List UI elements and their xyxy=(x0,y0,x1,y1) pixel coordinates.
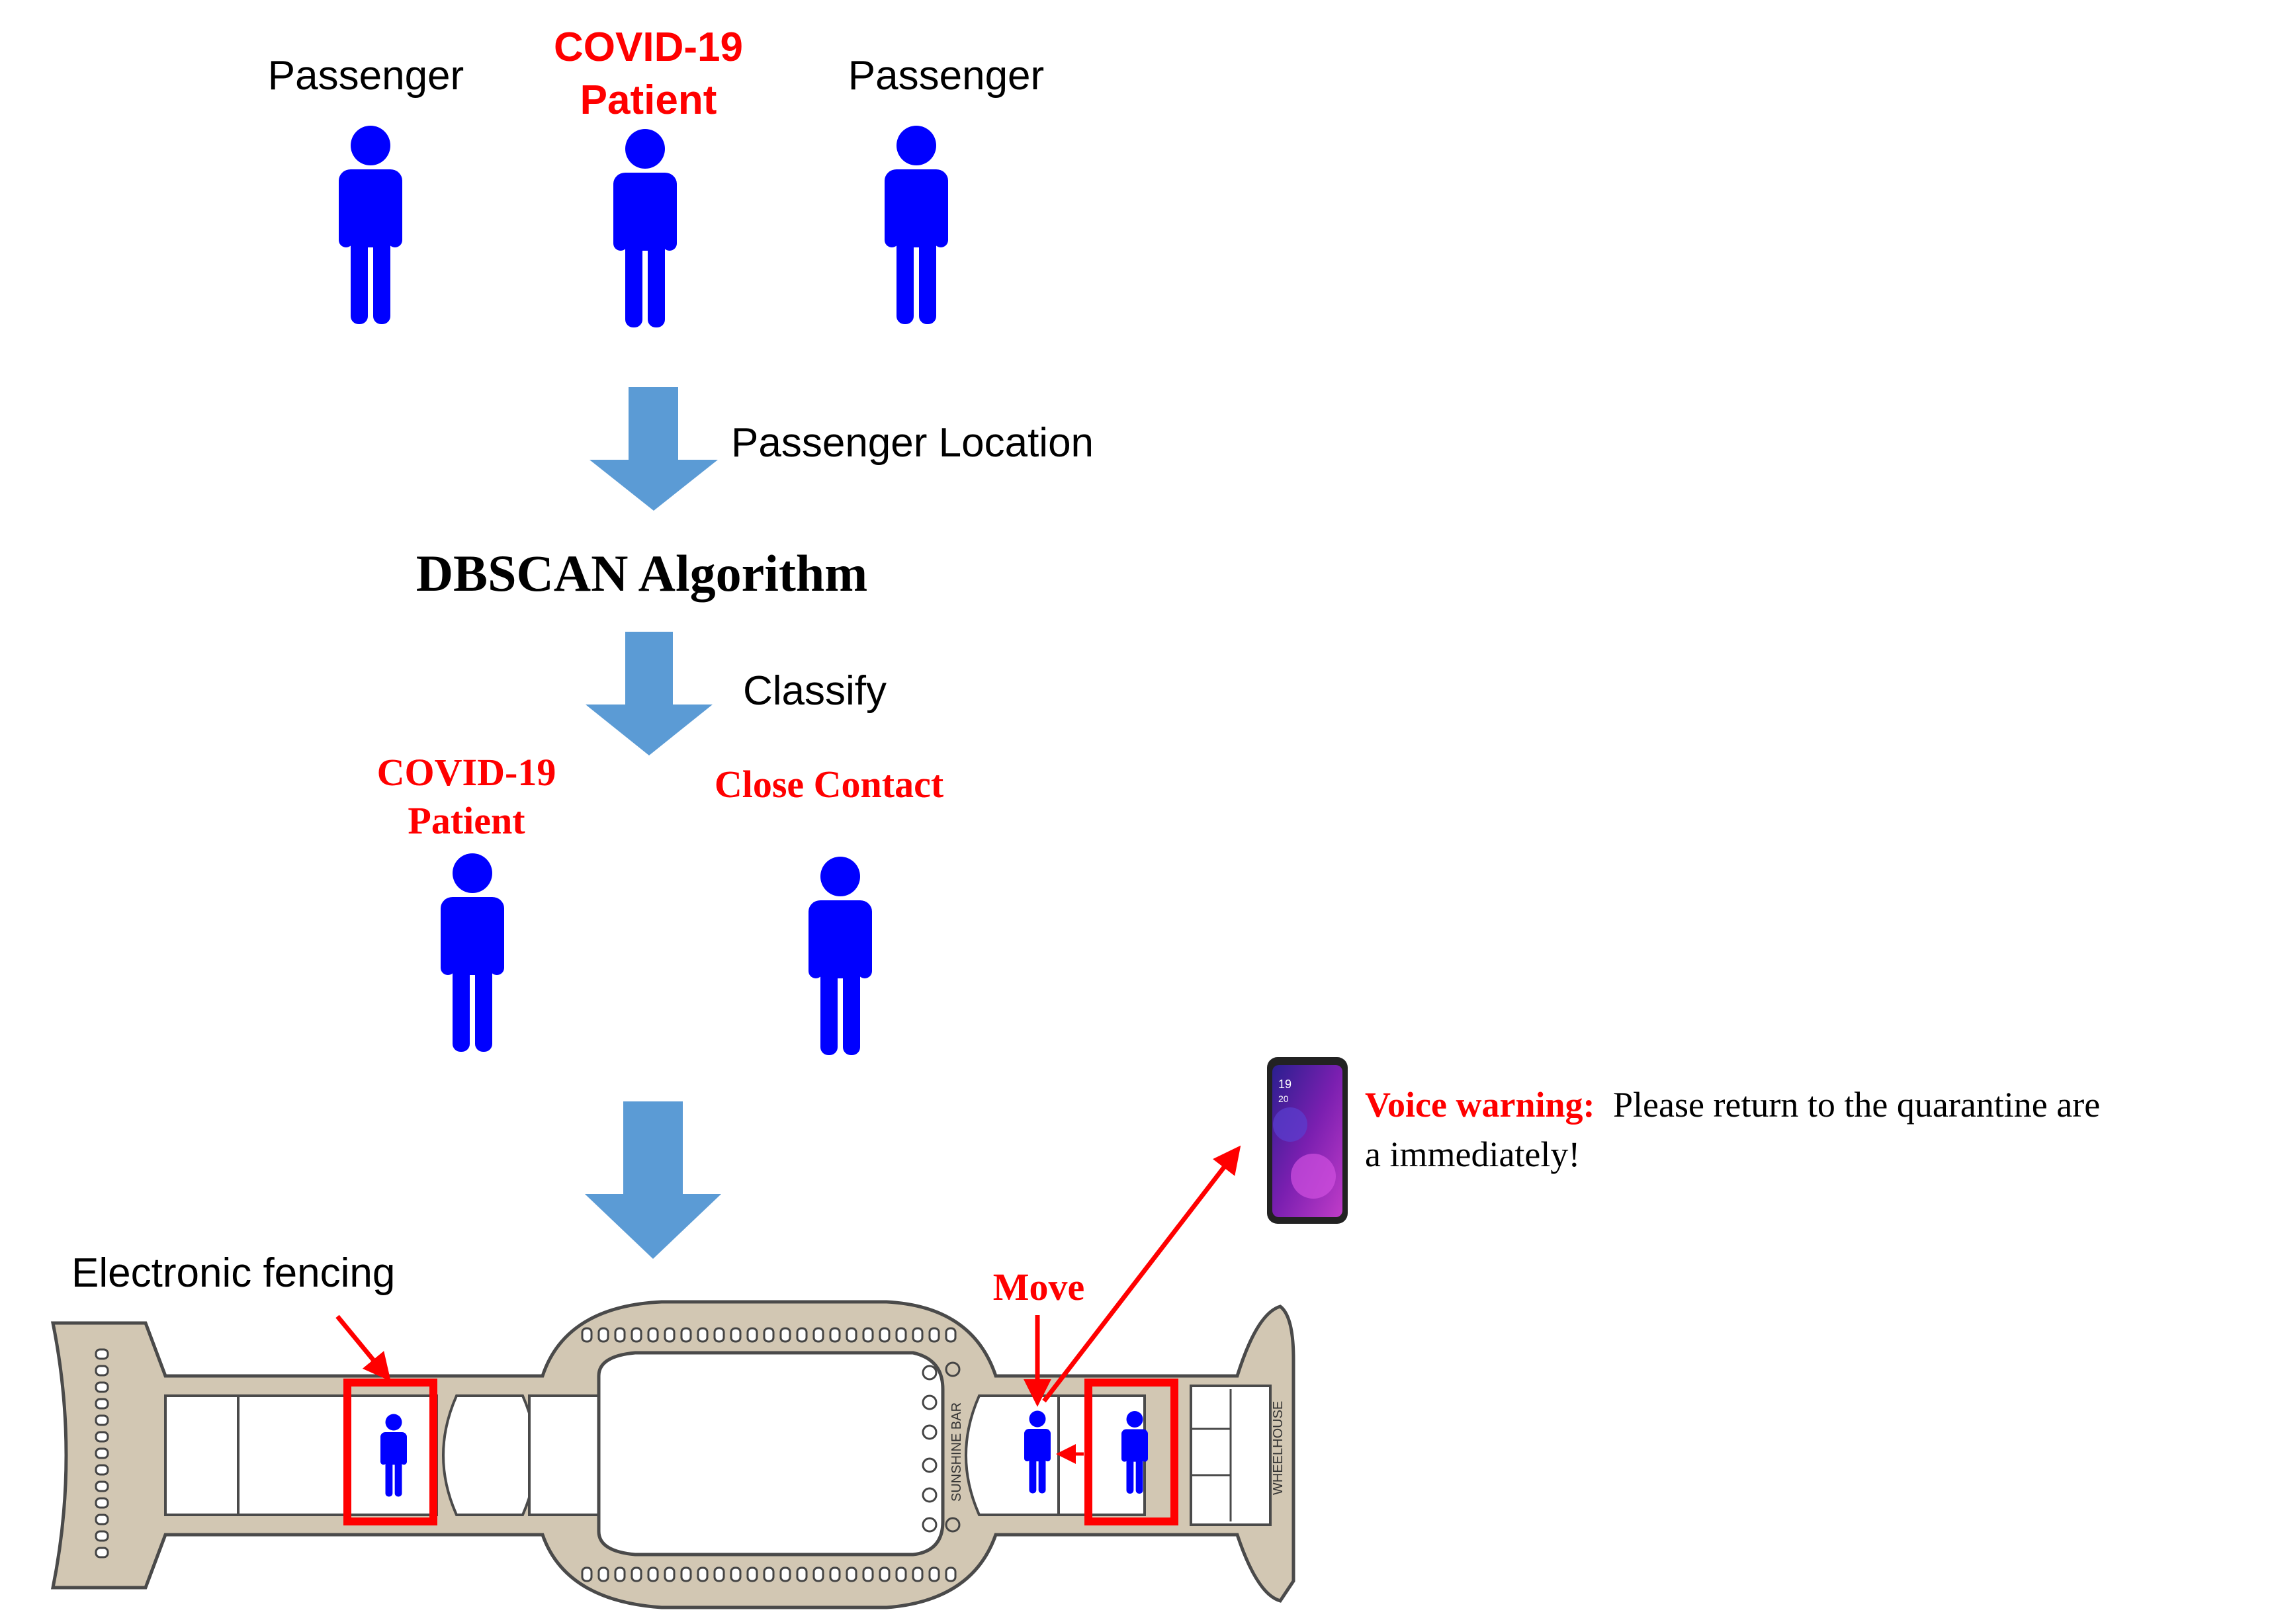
person-icon xyxy=(339,126,402,324)
deck-seating-rows xyxy=(581,1327,957,1582)
ship-deck-plan: SUNSHINE BAR WHEELHOUSE xyxy=(50,1300,1295,1609)
deck-stair-curve xyxy=(442,1394,537,1516)
covid-patient-top-label-line2: Patient xyxy=(580,77,717,123)
covid-patient-classified-label-line1: COVID-19 xyxy=(377,751,556,794)
deck-central-open-area xyxy=(597,1351,945,1557)
step-classify-label: Classify xyxy=(743,668,887,714)
down-arrow-icon xyxy=(586,632,713,755)
smartphone-icon: 19 20 xyxy=(1267,1057,1348,1224)
phone-warning-arrow xyxy=(1042,1145,1241,1403)
algorithm-title: DBSCAN Algorithm xyxy=(416,544,868,602)
electronic-fence-box xyxy=(343,1379,437,1525)
person-icon xyxy=(885,126,948,324)
top-passengers: Passenger COVID-19 Patient Passenger xyxy=(268,24,1044,327)
deck-label-sunshine-bar: SUNSHINE BAR xyxy=(949,1402,964,1502)
electronic-fencing-label: Electronic fencing xyxy=(71,1250,395,1296)
down-arrow-icon xyxy=(585,1101,721,1259)
close-contact-label: Close Contact xyxy=(715,763,944,806)
electronic-fence-box xyxy=(1084,1379,1178,1525)
person-icon xyxy=(809,857,872,1055)
voice-warning-message-line1: Please return to the quarantine are xyxy=(1613,1085,2100,1125)
voice-warning-prefix: Voice warning: xyxy=(1365,1085,1595,1125)
deck-seating-bow xyxy=(95,1348,109,1559)
deck-label-wheelhouse: WHEELHOUSE xyxy=(1271,1401,1286,1495)
phone-time: 19 xyxy=(1278,1078,1291,1091)
voice-warning-message-line2: a immediately! xyxy=(1365,1134,1580,1174)
person-icon xyxy=(613,129,677,327)
deck-room-forward xyxy=(164,1394,240,1516)
step-passenger-location-label: Passenger Location xyxy=(731,420,1094,466)
classified-people: COVID-19 Patient Close Contact xyxy=(377,751,944,1055)
deck-bar-chairs xyxy=(922,1361,961,1533)
electronic-fencing-pointer-arrow xyxy=(335,1314,391,1381)
deck-corridor-mid xyxy=(528,1394,603,1516)
passenger-right-label: Passenger xyxy=(848,53,1044,99)
covid-patient-top-label-line1: COVID-19 xyxy=(554,24,743,70)
passenger-left-label: Passenger xyxy=(268,53,464,99)
move-label: Move xyxy=(993,1265,1085,1308)
phone-date: 20 xyxy=(1278,1093,1289,1104)
down-arrow-icon xyxy=(590,387,718,511)
person-icon xyxy=(441,853,504,1052)
voice-warning-line1: Voice warning: Please return to the quar… xyxy=(1365,1085,2100,1125)
covid-patient-classified-label-line2: Patient xyxy=(408,799,525,842)
